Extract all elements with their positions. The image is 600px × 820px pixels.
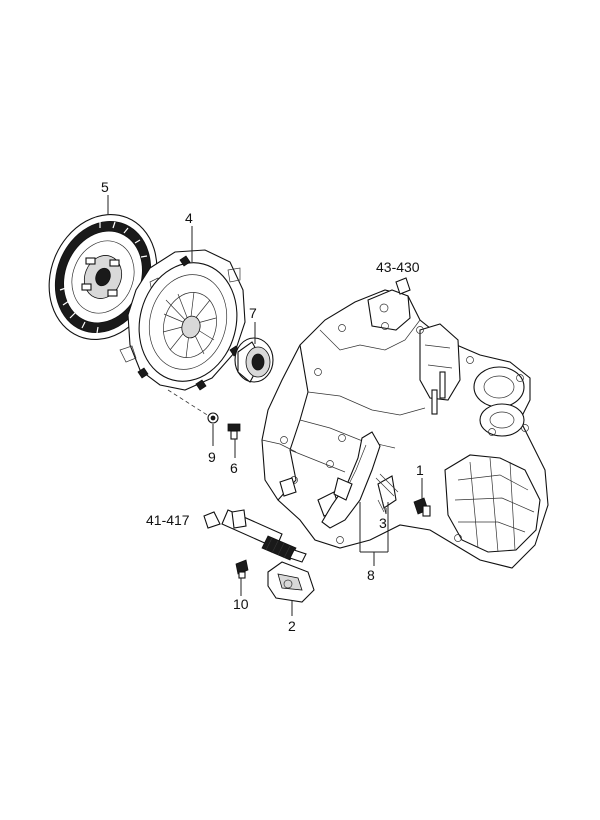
callout-5: 5 xyxy=(101,179,109,195)
callout-3: 3 xyxy=(379,515,387,531)
slave-cylinder xyxy=(203,509,307,563)
callout-6: 6 xyxy=(230,460,238,476)
callout-2: 2 xyxy=(288,618,296,634)
release-fork xyxy=(321,431,399,529)
callout-10: 10 xyxy=(233,596,249,612)
callout-7: 7 xyxy=(249,305,257,321)
callout-9: 9 xyxy=(208,449,216,465)
plug-43-430 xyxy=(395,277,411,295)
callout-41-417: 41-417 xyxy=(146,512,190,528)
callout-43-430: 43-430 xyxy=(376,259,420,275)
clutch-disc xyxy=(48,213,158,341)
release-bearing xyxy=(234,337,274,383)
callout-8: 8 xyxy=(367,567,375,583)
bolt-6 xyxy=(227,423,241,440)
bracket-2 xyxy=(267,561,315,603)
callout-4: 4 xyxy=(185,210,193,226)
transaxle-housing xyxy=(261,289,549,569)
callout-1: 1 xyxy=(416,462,424,478)
clutch-cover xyxy=(119,249,246,391)
washer-9 xyxy=(207,412,219,424)
bolt-1 xyxy=(413,497,431,517)
bolt-10 xyxy=(235,559,249,579)
